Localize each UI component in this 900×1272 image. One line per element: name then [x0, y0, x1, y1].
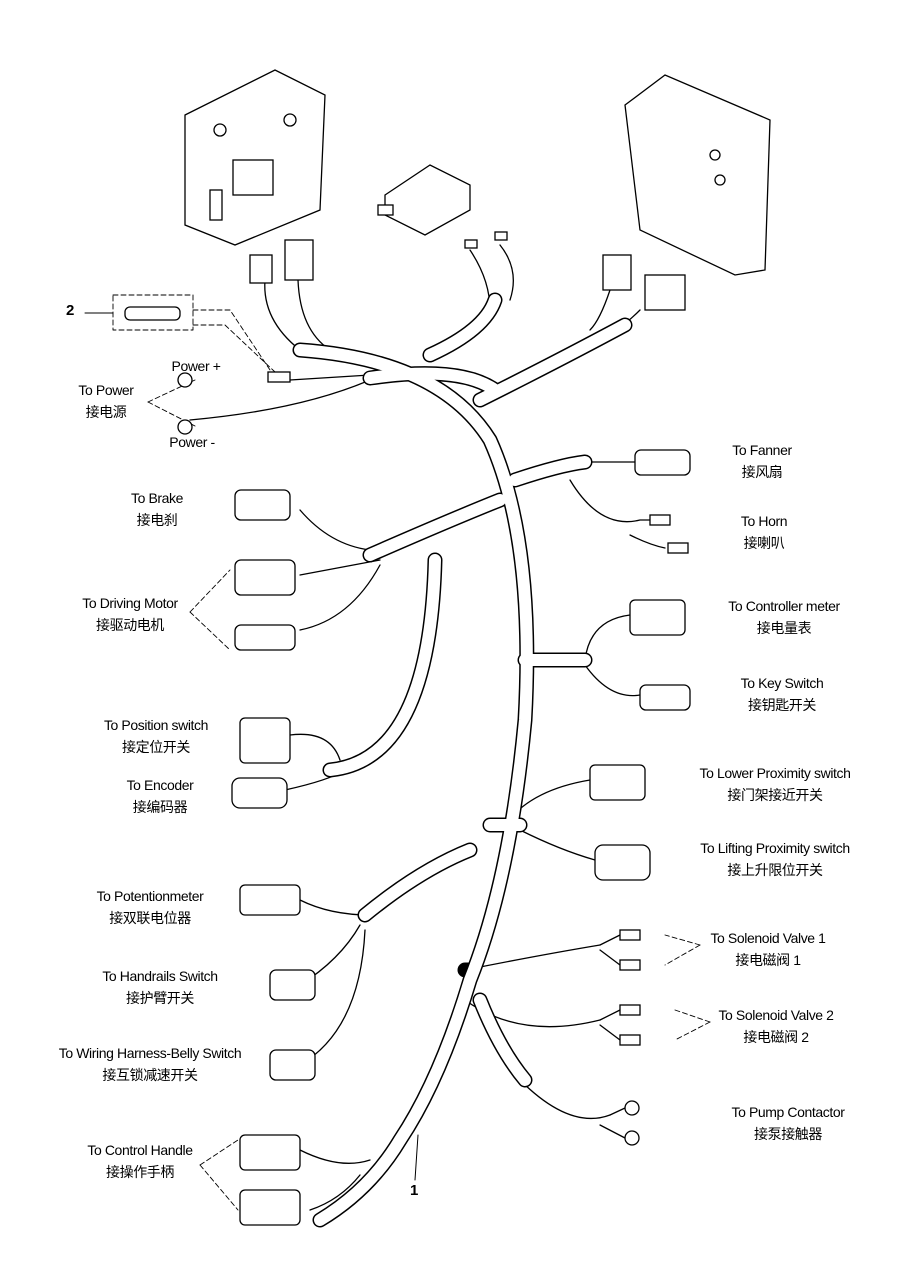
part-number-2: 2 — [66, 302, 75, 319]
control-handle-connector-icon — [239, 1189, 301, 1226]
label-zh: 接门架接近开关 — [727, 787, 823, 803]
label-to-handrails-switch: To Handrails Switch 接护臂开关 — [102, 965, 218, 1009]
label-to-brake: To Brake 接电刹 — [131, 487, 183, 531]
label-zh: 接编码器 — [132, 799, 188, 815]
contactor-icon — [377, 164, 471, 236]
fuse-icon — [124, 306, 181, 321]
label-to-controller-meter: To Controller meter 接电量表 — [728, 595, 840, 639]
encoder-connector-icon — [231, 777, 288, 809]
label-zh: 接护臂开关 — [126, 990, 194, 1006]
label-to-driving-motor: To Driving Motor 接驱动电机 — [82, 592, 178, 636]
fuse-holder-icon — [267, 371, 291, 383]
label-en: To Key Switch — [740, 675, 824, 691]
controller-right-icon — [624, 74, 771, 276]
horn-terminal-icon — [649, 514, 671, 526]
label-zh: 接操作手柄 — [105, 1164, 174, 1180]
label-en: To Solenoid Valve 2 — [718, 1007, 834, 1023]
label-to-fanner: To Fanner 接风扇 — [732, 439, 792, 483]
label-to-power: To Power 接电源 — [78, 379, 134, 423]
label-to-encoder: To Encoder 接编码器 — [127, 774, 194, 818]
connector-icon — [464, 239, 478, 249]
label-zh: 接喇叭 — [743, 535, 785, 551]
label-en: To Handrails Switch — [102, 968, 218, 984]
connector-icon — [494, 231, 508, 241]
ring-terminal-icon — [624, 1100, 640, 1116]
power-plus-label: Power + — [171, 358, 221, 374]
label-en: To Solenoid Valve 1 — [710, 930, 826, 946]
valve1-terminal-icon — [619, 929, 641, 941]
valve2-terminal-icon — [619, 1034, 641, 1046]
label-en: To Lifting Proximity switch — [700, 840, 850, 856]
position-connector-icon — [239, 717, 291, 764]
potentiometer-connector-icon — [239, 884, 301, 916]
key-connector-icon — [639, 684, 691, 711]
lifting-prox-connector-icon — [594, 844, 651, 881]
label-to-key-switch: To Key Switch 接钥匙开关 — [741, 672, 824, 716]
harness-sleeves — [292, 292, 633, 1228]
label-to-pump-contactor: To Pump Contactor 接泵接触器 — [731, 1101, 844, 1145]
motor-connector-icon — [234, 559, 296, 596]
label-to-lower-proximity-switch: To Lower Proximity switch 接门架接近开关 — [699, 762, 850, 806]
label-zh: 接电磁阀 1 — [735, 952, 801, 968]
label-zh: 接上升限位开关 — [727, 862, 823, 878]
connector-icon — [284, 239, 314, 281]
brake-connector-icon — [234, 489, 291, 521]
label-zh: 接风扇 — [741, 464, 783, 480]
ring-terminal-icon — [177, 419, 193, 435]
controller-left-icon — [184, 69, 326, 246]
label-en: To Control Handle — [87, 1142, 193, 1158]
label-en: To Potentionmeter — [96, 888, 204, 904]
control-handle-connector-icon — [239, 1134, 301, 1171]
label-zh: 接定位开关 — [121, 739, 190, 755]
power-minus-label: Power - — [169, 434, 215, 450]
belly-switch-connector-icon — [269, 1049, 316, 1081]
connector-icon — [602, 254, 632, 291]
label-en: To Fanner — [732, 442, 792, 458]
label-en: To Pump Contactor — [731, 1104, 845, 1120]
label-zh: 接电磁阀 2 — [743, 1029, 809, 1045]
fanner-connector-icon — [634, 449, 691, 476]
label-to-lifting-proximity-switch: To Lifting Proximity switch 接上升限位开关 — [700, 837, 850, 881]
label-zh: 接钥匙开关 — [747, 697, 816, 713]
connector-icon — [644, 274, 686, 311]
label-zh: 接驱动电机 — [96, 617, 164, 633]
ring-terminal-icon — [624, 1130, 640, 1146]
components — [124, 69, 771, 1226]
label-en: To Position switch — [103, 717, 209, 733]
label-en: To Driving Motor — [82, 595, 178, 611]
label-to-position-switch: To Position switch 接定位开关 — [104, 714, 208, 758]
handrails-connector-icon — [269, 969, 316, 1001]
label-zh: 接电刹 — [136, 512, 178, 528]
label-to-solenoid-valve-2: To Solenoid Valve 2 接电磁阀 2 — [718, 1004, 834, 1048]
label-en: To Encoder — [126, 777, 194, 793]
label-en: To Lower Proximity switch — [699, 765, 851, 781]
label-to-potentiometer: To Potentionmeter 接双联电位器 — [97, 885, 204, 929]
meter-connector-icon — [629, 599, 686, 636]
label-zh: 接泵接触器 — [753, 1126, 822, 1142]
label-to-horn: To Horn 接喇叭 — [740, 510, 788, 554]
label-zh: 接电量表 — [756, 620, 812, 636]
label-zh: 接双联电位器 — [109, 910, 191, 926]
part-number-1: 1 — [410, 1182, 419, 1199]
ring-terminal-icon — [177, 372, 193, 388]
label-to-solenoid-valve-1: To Solenoid Valve 1 接电磁阀 1 — [710, 927, 826, 971]
lower-prox-connector-icon — [589, 764, 646, 801]
horn-terminal-icon — [667, 542, 689, 554]
label-to-belly-switch: To Wiring Harness-Belly Switch 接互锁减速开关 — [59, 1042, 242, 1086]
motor-connector-icon — [234, 624, 296, 651]
label-zh: 接电源 — [85, 404, 127, 420]
label-en: To Horn — [740, 513, 788, 529]
label-en: To Power — [78, 382, 134, 398]
label-en: To Controller meter — [728, 598, 840, 614]
connector-icon — [249, 254, 273, 284]
label-to-control-handle: To Control Handle 接操作手柄 — [87, 1139, 193, 1183]
label-en: To Brake — [130, 490, 184, 506]
label-en: To Wiring Harness-Belly Switch — [58, 1045, 242, 1061]
label-zh: 接互锁减速开关 — [102, 1067, 198, 1083]
valve1-terminal-icon — [619, 959, 641, 971]
leader-lines — [112, 294, 711, 1211]
valve2-terminal-icon — [619, 1004, 641, 1016]
